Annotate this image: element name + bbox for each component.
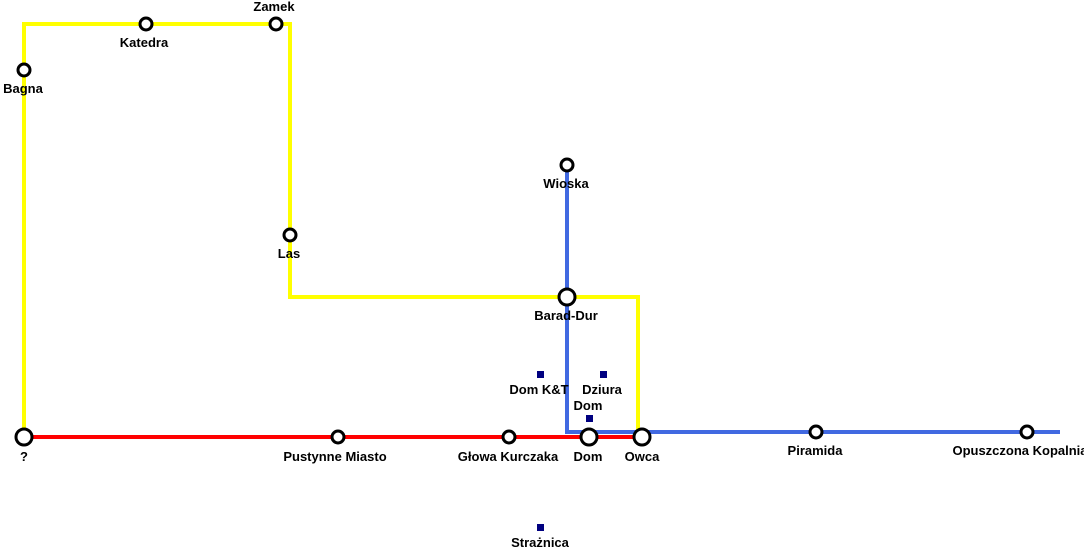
station-glowa-kurczaka-marker[interactable] — [501, 429, 517, 445]
station-question-label: ? — [20, 449, 28, 464]
station-question-marker[interactable] — [14, 427, 34, 447]
station-barad-dur-label: Barad-Dur — [534, 308, 598, 323]
station-zamek-marker[interactable] — [268, 16, 284, 32]
station-opuszczona-kopalnia-label: Opuszczona Kopalnia — [952, 443, 1084, 458]
point-dom-kt-label: Dom K&T — [509, 382, 568, 397]
point-dom-small-marker[interactable] — [586, 415, 593, 422]
station-piramida-marker[interactable] — [808, 424, 824, 440]
point-dziura-label: Dziura — [582, 382, 623, 397]
station-owca-marker[interactable] — [632, 427, 652, 447]
point-straznica-marker[interactable] — [537, 524, 544, 531]
station-las-marker[interactable] — [282, 227, 298, 243]
blue-line-branch — [565, 165, 1060, 434]
station-katedra-label: Katedra — [120, 35, 169, 50]
station-katedra-marker[interactable] — [138, 16, 154, 32]
station-bagna-label: Bagna — [3, 81, 44, 96]
point-straznica-label: Strażnica — [511, 535, 570, 550]
station-owca-label: Owca — [625, 449, 660, 464]
point-dom-kt-marker[interactable] — [537, 371, 544, 378]
station-barad-dur-marker[interactable] — [557, 287, 577, 307]
station-glowa-kurczaka-label: Głowa Kurczaka — [458, 449, 559, 464]
station-wioska-marker[interactable] — [559, 157, 575, 173]
point-dom-small-label: Dom — [574, 398, 603, 413]
station-dom-marker[interactable] — [579, 427, 599, 447]
station-bagna-marker[interactable] — [16, 62, 32, 78]
station-opuszczona-kopalnia-marker[interactable] — [1019, 424, 1035, 440]
station-pustynne-miasto-label: Pustynne Miasto — [283, 449, 386, 464]
point-dziura-marker[interactable] — [600, 371, 607, 378]
station-zamek-label: Zamek — [253, 0, 295, 14]
station-las-label: Las — [278, 246, 300, 261]
station-pustynne-miasto-marker[interactable] — [330, 429, 346, 445]
station-dom-label: Dom — [574, 449, 603, 464]
yellow-line — [22, 22, 640, 437]
station-piramida-label: Piramida — [788, 443, 844, 458]
station-wioska-label: Wioska — [543, 176, 589, 191]
